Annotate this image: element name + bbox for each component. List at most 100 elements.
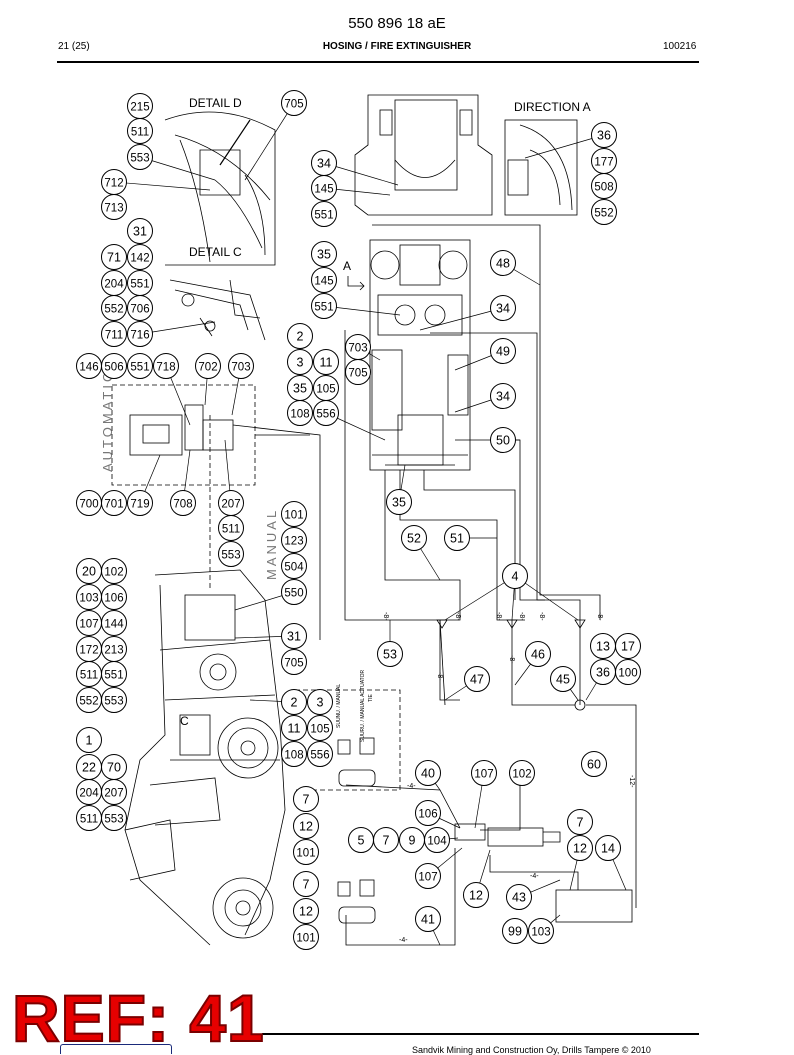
balloon-circle [415,800,441,826]
part-balloon: 705 [281,649,307,675]
balloon-circle [424,827,450,853]
balloon-circle [567,809,593,835]
part-balloon: 508 [591,173,617,199]
part-balloon: 2 [287,323,313,349]
part-balloon: 34 [311,150,337,176]
part-balloon: 145 [311,267,337,293]
balloon-circle [281,90,307,116]
balloon-circle [287,349,313,375]
balloon-number: 20 [82,565,96,579]
part-balloon: 34 [490,383,516,409]
balloon-number: 705 [348,368,367,380]
part-balloon: 106 [101,584,127,610]
balloon-circle [550,666,576,692]
part-balloon: 107 [415,863,441,889]
balloon-circle [313,349,339,375]
part-balloon: 716 [127,321,153,347]
part-balloon: 104 [424,827,450,853]
balloon-circle [415,863,441,889]
balloon-number: 207 [221,499,240,511]
balloon-number: 103 [531,927,550,939]
logo-strip [60,1044,172,1054]
part-balloon: 551 [311,201,337,227]
hose-code: -12- [628,775,635,788]
part-balloon: 207 [101,779,127,805]
part-balloon: 5 [348,827,374,853]
part-balloon: 553 [101,687,127,713]
part-balloon: 708 [170,490,196,516]
balloon-number: 7 [383,834,390,848]
balloon-circle [311,175,337,201]
part-balloon: 108 [287,400,313,426]
balloon-circle [581,751,607,777]
balloon-number: 107 [474,769,493,781]
hose-code: -8- [596,612,603,621]
balloon-circle [502,918,528,944]
balloon-number: 718 [156,362,175,374]
balloon-number: 107 [418,872,437,884]
balloon-number: 172 [79,645,98,657]
balloon-number: 508 [594,182,613,194]
part-balloon: 12 [293,813,319,839]
balloon-number: 102 [512,769,531,781]
part-balloon: 12 [463,882,489,908]
part-balloon: 47 [464,666,490,692]
part-balloon: 105 [313,375,339,401]
balloon-number: 553 [130,153,149,165]
part-balloon: 144 [101,610,127,636]
balloon-number: 48 [496,257,510,271]
balloon-number: 213 [104,645,123,657]
part-balloon: 40 [415,760,441,786]
balloon-number: 2 [297,330,304,344]
balloon-circle [401,525,427,551]
side-view-drawing [124,569,286,946]
balloon-circle [311,201,337,227]
balloon-circle [591,173,617,199]
detail-d-drawing [164,111,276,266]
balloon-number: 70 [107,761,121,775]
part-balloon: 552 [101,295,127,321]
balloon-number: 551 [104,670,123,682]
leader-lines [113,102,627,946]
hose-code: -4- [399,937,408,944]
hose-code-labels: -8- -8- -8- -8- -8- -8- -8- -8- -12- -4-… [382,612,635,944]
part-balloon: 511 [127,118,153,144]
balloon-circle [313,400,339,426]
part-balloon: 711 [101,321,127,347]
balloon-circle [218,515,244,541]
balloon-circle [101,321,127,347]
part-balloon: 2 [281,689,307,715]
balloon-circle [195,353,221,379]
leader-line [524,134,605,159]
balloon-circle [281,649,307,675]
balloon-circle [386,489,412,515]
part-balloon: 506 [101,353,127,379]
part-balloon: 504 [281,553,307,579]
top-view-drawing [354,94,578,471]
footer-rule [262,1033,699,1035]
part-balloon: 46 [525,641,551,667]
part-balloon: 101 [293,924,319,950]
balloon-number: 5 [358,834,365,848]
hose-lines [337,224,637,946]
balloon-circle [170,490,196,516]
part-balloon: 177 [591,148,617,174]
part-balloon: 34 [490,295,516,321]
part-balloon: 12 [293,898,319,924]
part-balloon: 706 [127,295,153,321]
part-balloon: 551 [127,270,153,296]
balloon-number: 46 [531,648,545,662]
part-balloon: 35 [311,241,337,267]
balloon-number: 556 [316,409,335,421]
balloon-circle [377,641,403,667]
balloon-number: 102 [104,567,123,579]
balloon-circle [293,786,319,812]
part-balloon: 553 [218,541,244,567]
part-balloon: 31 [127,218,153,244]
leader-line [444,575,516,621]
balloon-circle [528,918,554,944]
view-arrow-a [347,276,365,291]
balloon-circle [127,490,153,516]
balloon-circle [591,122,617,148]
part-balloon: 511 [76,661,102,687]
